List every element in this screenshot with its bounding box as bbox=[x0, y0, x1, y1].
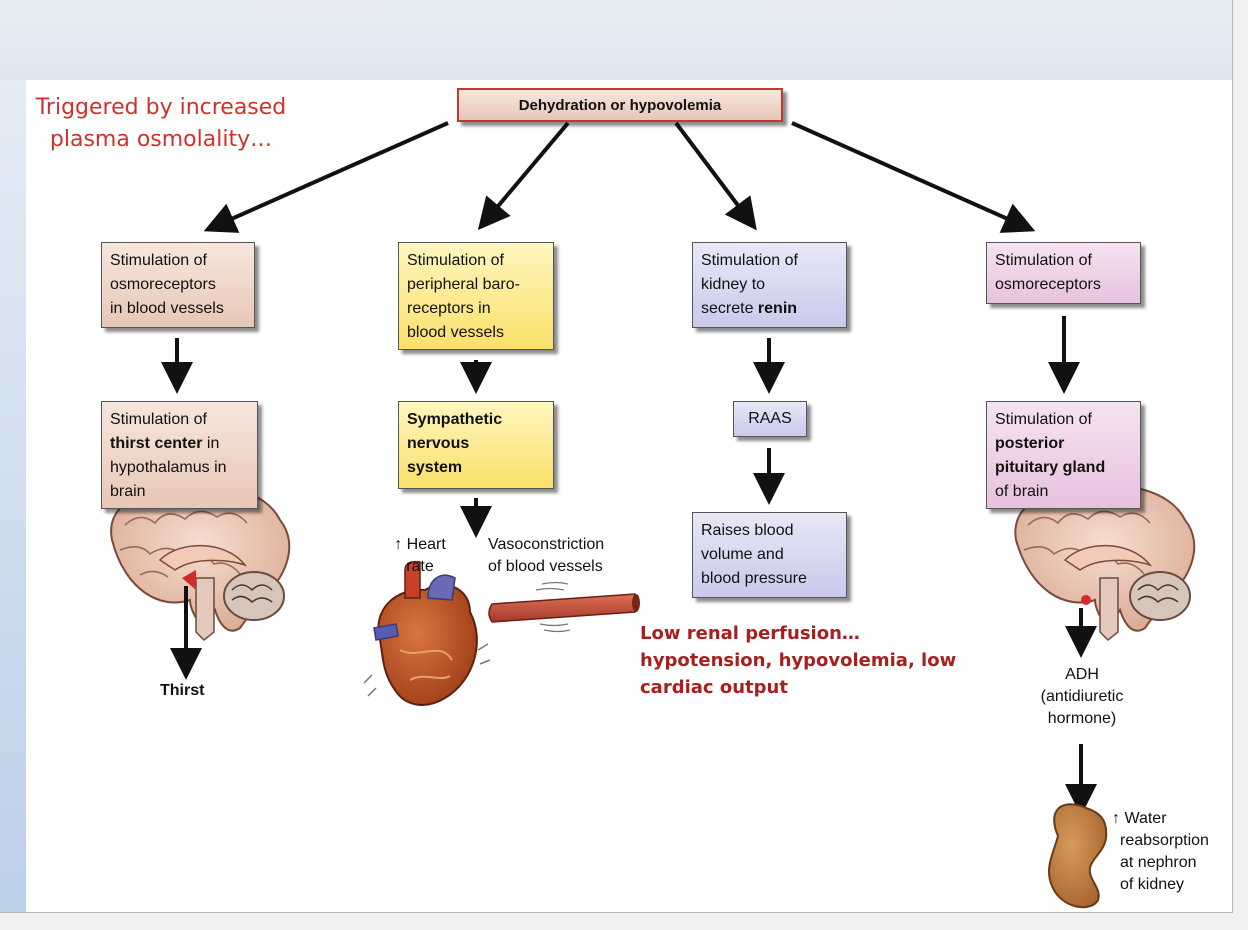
arrow-to-col1 bbox=[203, 121, 449, 233]
box-line: blood vessels bbox=[407, 324, 504, 341]
box-line: volume and bbox=[701, 546, 784, 563]
label-line: reabsorption bbox=[1120, 832, 1209, 849]
box-line: Stimulation of bbox=[110, 252, 207, 269]
vasoconstriction-label: Vasoconstriction of blood vessels bbox=[488, 534, 604, 578]
label-line: at nephron bbox=[1120, 854, 1197, 871]
box-line: Sympathetic bbox=[407, 411, 503, 428]
label-line: ADH bbox=[1065, 666, 1099, 683]
raas-label: RAAS bbox=[748, 410, 792, 427]
osmoreceptors-box: Stimulation of osmoreceptors bbox=[986, 242, 1141, 304]
box-line: Stimulation of bbox=[701, 252, 798, 269]
dehydration-box: Dehydration or hypovolemia bbox=[457, 88, 783, 122]
label-line: of kidney bbox=[1120, 876, 1185, 893]
water-reabsorption-label: ↑ Water reabsorption at nephron of kidne… bbox=[1112, 808, 1232, 896]
thirst-center-box: Stimulation of thirst center in hypothal… bbox=[101, 401, 258, 509]
sympathetic-box: Sympathetic nervous system bbox=[398, 401, 554, 489]
box-line-pre: secrete bbox=[701, 300, 758, 317]
box-line: system bbox=[407, 459, 463, 476]
adh-label: ADH (antidiuretic hormone) bbox=[1030, 664, 1134, 730]
label-line: ↑ Water bbox=[1112, 810, 1167, 827]
label-line: ↑ Heart bbox=[394, 536, 446, 553]
osmolality-note: Triggered by increased plasma osmolality… bbox=[16, 92, 306, 156]
label-line: Vasoconstriction bbox=[488, 536, 605, 553]
box-line: Raises blood bbox=[701, 522, 794, 539]
note-line: cardiac output bbox=[640, 677, 788, 698]
box-line: osmoreceptors bbox=[110, 276, 216, 293]
label-line: (antidiuretic bbox=[1040, 688, 1124, 705]
kidney-illustration bbox=[1048, 803, 1108, 909]
box-line: thirst center in bbox=[110, 432, 249, 456]
blood-vessel-illustration bbox=[488, 581, 640, 633]
slide-left-bar bbox=[0, 80, 26, 912]
posterior-pituitary-box: Stimulation of posterior pituitary gland… bbox=[986, 401, 1141, 509]
heart-rate-label: ↑ Heart rate bbox=[388, 534, 452, 578]
box-line: osmoreceptors bbox=[995, 276, 1101, 293]
label-line: of blood vessels bbox=[488, 558, 603, 575]
renin-box: Stimulation of kidney to secrete renin bbox=[692, 242, 847, 328]
box-line: blood pressure bbox=[701, 570, 807, 587]
slide-title-area bbox=[0, 0, 1232, 80]
thirst-label: Thirst bbox=[160, 682, 205, 699]
arrow-to-col3 bbox=[674, 121, 757, 231]
box-line: brain bbox=[110, 483, 146, 500]
raises-bp-box: Raises blood volume and blood pressure bbox=[692, 512, 847, 598]
box-line: of brain bbox=[995, 483, 1049, 500]
box-line: Stimulation of bbox=[995, 252, 1092, 269]
osmolality-note-line: Triggered by increased bbox=[35, 95, 287, 120]
box-line: receptors in bbox=[407, 300, 491, 317]
box-line: kidney to bbox=[701, 276, 766, 293]
box-line: posterior bbox=[995, 435, 1065, 452]
note-line: Low renal perfusion… bbox=[640, 623, 860, 644]
osmolality-note-line: plasma osmolality… bbox=[49, 127, 273, 152]
brain-illustration-left bbox=[110, 485, 291, 642]
thirst-center-term: thirst center bbox=[110, 435, 203, 452]
note-line: hypotension, hypovolemia, low bbox=[640, 650, 957, 671]
osmoreceptors-vessels-box: Stimulation of osmoreceptors in blood ve… bbox=[101, 242, 255, 328]
arrow-to-col4 bbox=[791, 121, 1036, 233]
arrow-to-col2 bbox=[477, 121, 570, 231]
box-line: in blood vessels bbox=[110, 300, 224, 317]
box-line-rest: in bbox=[202, 435, 220, 452]
slide: Dehydration or hypovolemia Triggered by … bbox=[0, 0, 1233, 913]
box-line: Stimulation of bbox=[407, 252, 504, 269]
label-line: hormone) bbox=[1047, 710, 1117, 727]
label-line: rate bbox=[406, 558, 434, 575]
box-line: peripheral baro- bbox=[407, 276, 520, 293]
diagram-graphics bbox=[110, 121, 1196, 909]
box-line: nervous bbox=[407, 435, 470, 452]
box-line: hypothalamus in bbox=[110, 459, 227, 476]
box-line: Stimulation of bbox=[110, 411, 207, 428]
heart-illustration bbox=[363, 560, 491, 706]
raas-box: RAAS bbox=[733, 401, 807, 437]
brain-illustration-right bbox=[1014, 485, 1196, 642]
baroreceptors-box: Stimulation of peripheral baro- receptor… bbox=[398, 242, 554, 350]
low-renal-perfusion-note: Low renal perfusion… hypotension, hypovo… bbox=[640, 620, 956, 701]
renin-term: renin bbox=[757, 300, 798, 317]
box-line: Stimulation of bbox=[995, 411, 1092, 428]
box-line: pituitary gland bbox=[995, 459, 1106, 476]
dehydration-label: Dehydration or hypovolemia bbox=[518, 97, 722, 114]
box-line: secrete renin bbox=[701, 297, 838, 321]
